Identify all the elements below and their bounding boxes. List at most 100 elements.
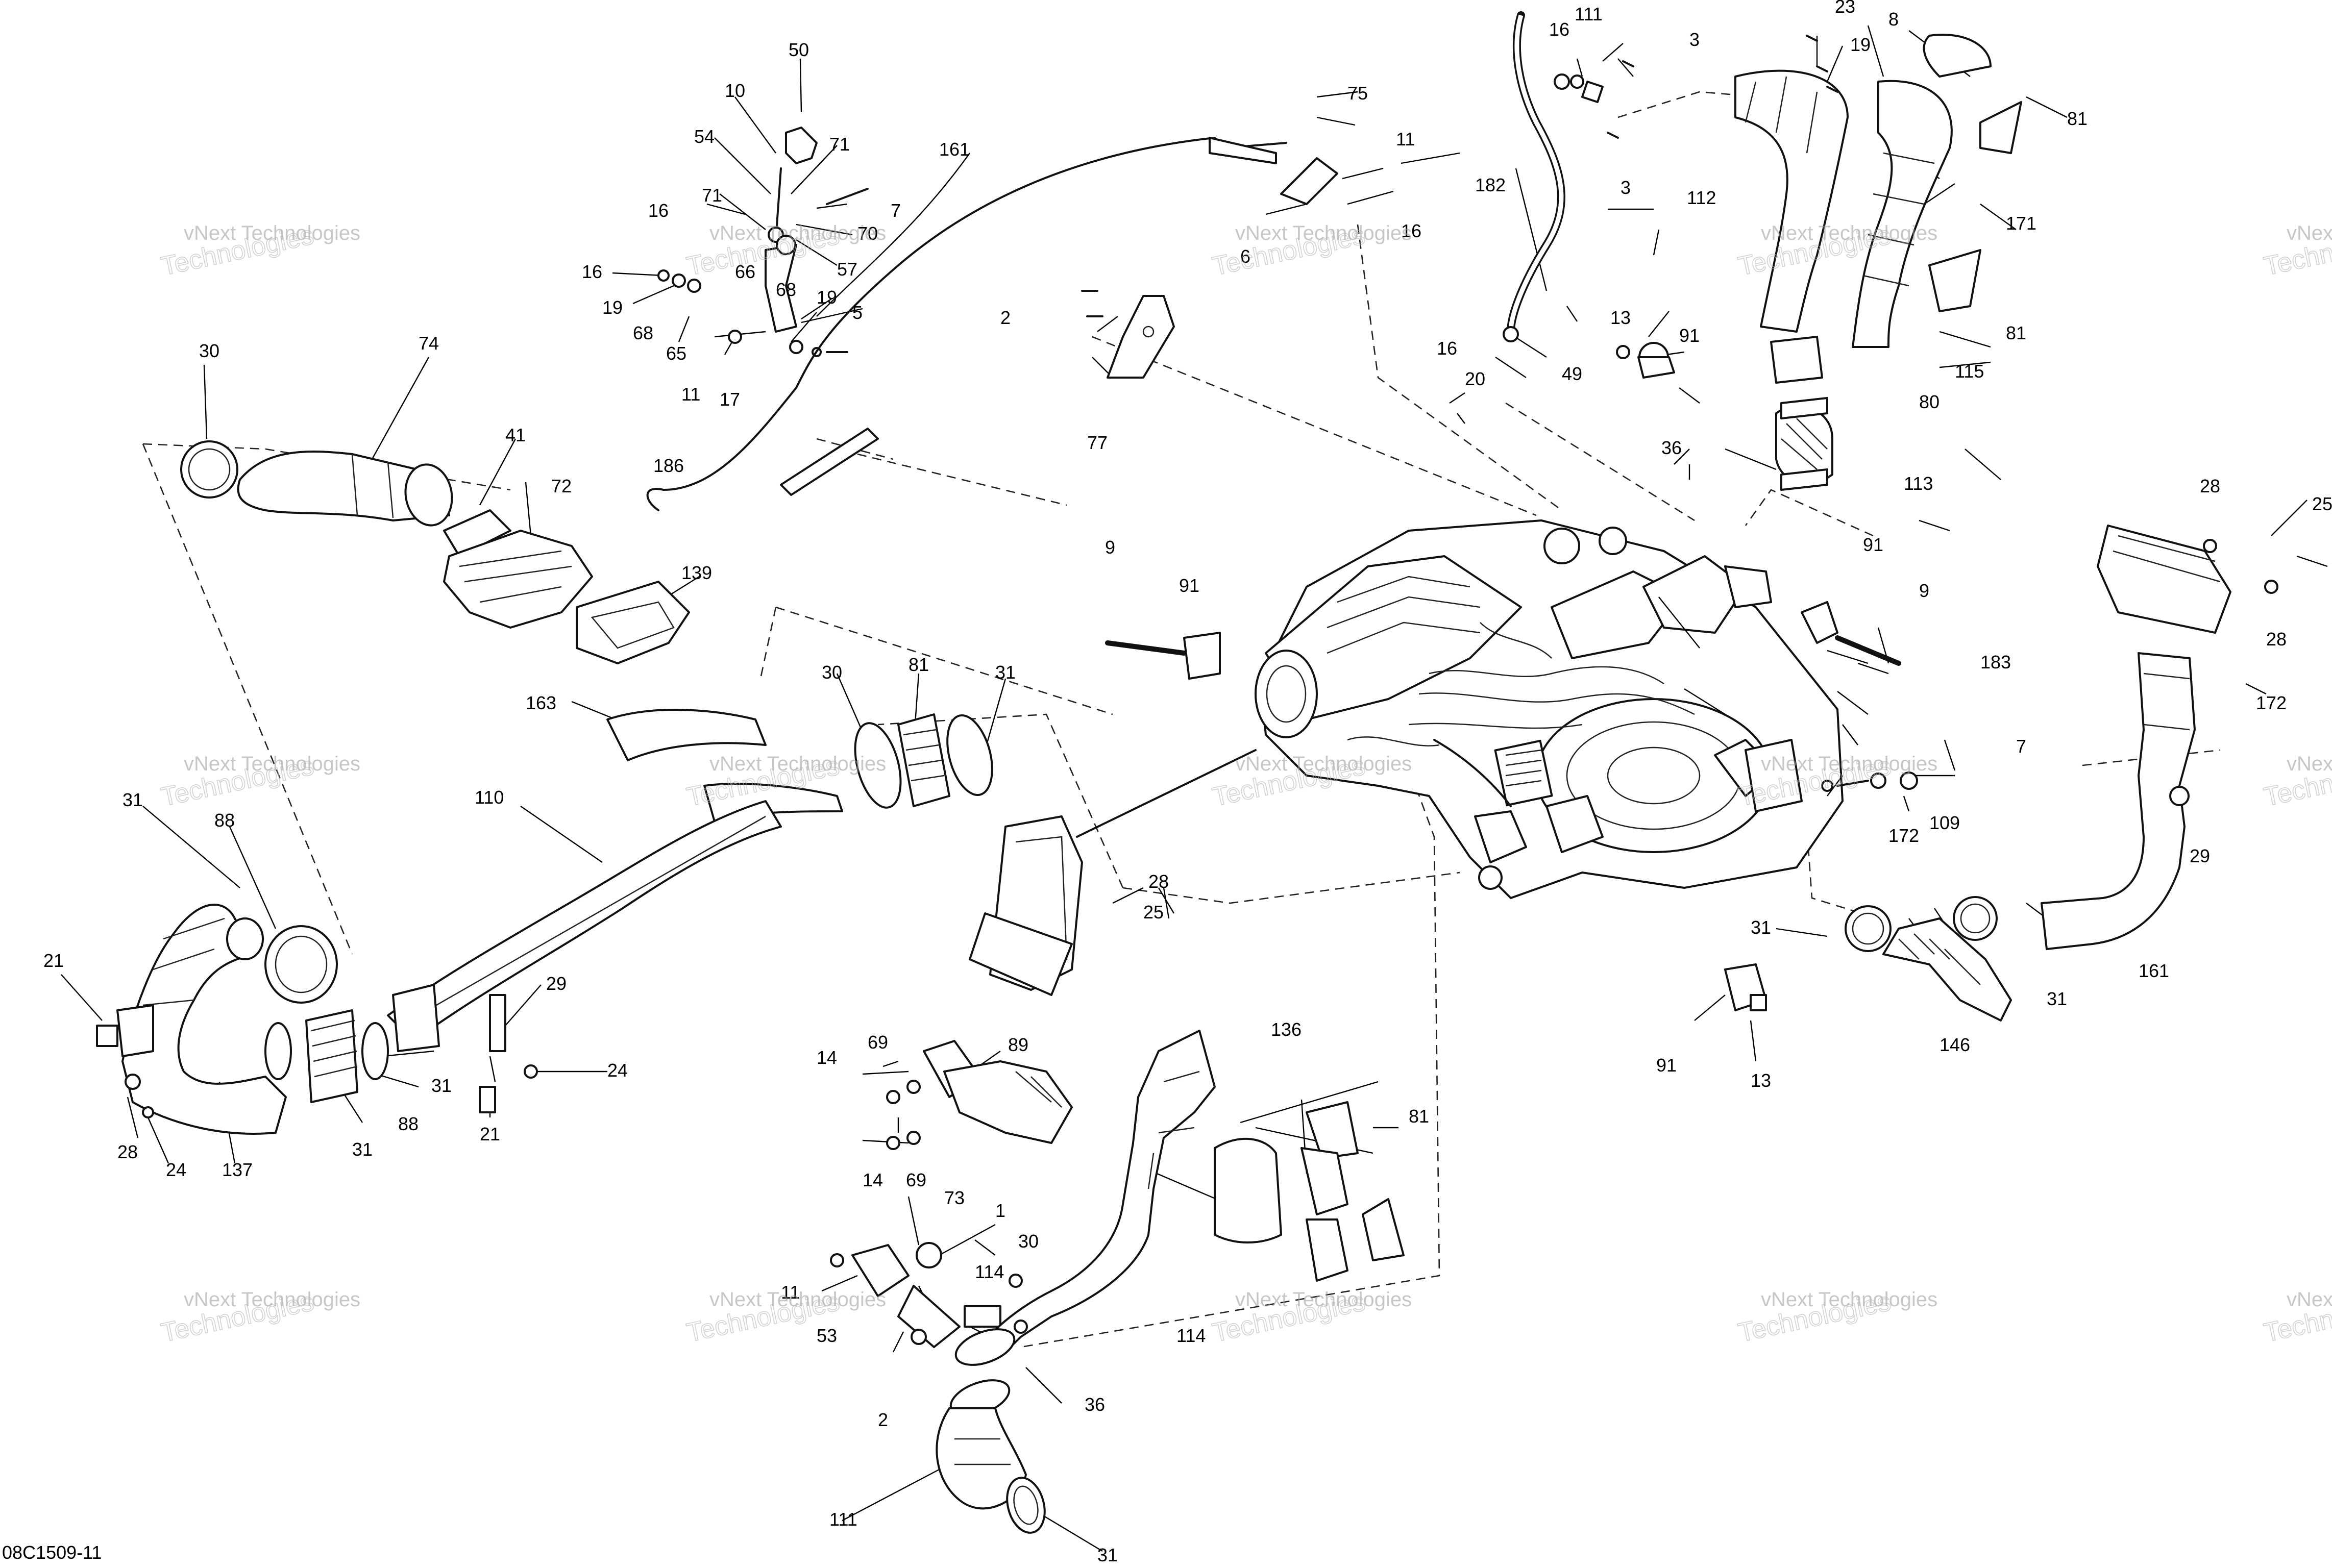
shift-cable xyxy=(646,137,1338,511)
watermark: vNext Technologies xyxy=(2287,222,2332,244)
centre-bracket-group xyxy=(830,749,1257,1348)
callout: 77 xyxy=(1087,432,1108,453)
callout: 36 xyxy=(1085,1394,1105,1415)
callout: 2 xyxy=(878,1409,888,1430)
callout: 112 xyxy=(1687,187,1716,208)
watermark: vNext Technologies xyxy=(1235,753,1412,775)
callout: 68 xyxy=(776,279,796,300)
callout: 31 xyxy=(431,1075,452,1096)
callout: 115 xyxy=(1955,361,1984,382)
callout: 13 xyxy=(1610,307,1631,328)
callout: 54 xyxy=(694,126,715,147)
callout: 163 xyxy=(526,692,556,713)
callout: 25 xyxy=(2312,493,2332,514)
callout: 81 xyxy=(2006,322,2026,343)
callout: 69 xyxy=(906,1169,926,1190)
callout: 81 xyxy=(2067,108,2088,129)
callout: 9 xyxy=(1919,580,1929,601)
callout: 11 xyxy=(1396,129,1415,150)
callout: 28 xyxy=(2200,476,2220,496)
callout: 36 xyxy=(1661,437,1682,458)
callout: 3 xyxy=(1621,177,1631,198)
callout: 8 xyxy=(1888,9,1899,30)
callout: 81 xyxy=(1409,1106,1429,1127)
watermark: vNext Technologies xyxy=(1761,1288,1937,1311)
watermark: vNext Technologies xyxy=(1235,1288,1412,1311)
callout: 70 xyxy=(857,223,878,244)
callout: 21 xyxy=(480,1124,500,1144)
watermark: vNext Technologies xyxy=(184,753,360,775)
callout: 68 xyxy=(633,322,653,343)
callout: 23 xyxy=(1835,0,1855,17)
watermark: vNext Technologies xyxy=(1235,222,1412,244)
callout: 89 xyxy=(1008,1034,1028,1055)
lower-left-pipes xyxy=(96,709,993,1135)
callout: 20 xyxy=(1465,368,1485,389)
engine-assembly xyxy=(1255,519,1844,899)
callout: 31 xyxy=(995,662,1016,683)
callout: 88 xyxy=(398,1113,419,1134)
callout: 71 xyxy=(829,134,850,155)
callout: 111 xyxy=(829,1509,857,1530)
callout: 6 xyxy=(1240,246,1250,267)
callout: 139 xyxy=(681,562,712,583)
callout: 30 xyxy=(822,662,842,683)
callout: 28 xyxy=(117,1141,138,1162)
callout: 73 xyxy=(944,1187,965,1208)
callout: 11 xyxy=(681,384,700,405)
watermark: vNext Technologies xyxy=(184,1288,360,1311)
callout: 109 xyxy=(1929,812,1960,833)
callout: 24 xyxy=(166,1159,186,1180)
callout: 21 xyxy=(43,950,64,971)
callout: 16 xyxy=(1437,338,1457,359)
callout: 30 xyxy=(1018,1231,1039,1252)
watermark: vNext Technologies xyxy=(709,753,886,775)
callout: 16 xyxy=(582,261,602,282)
watermark: vNext Technologies xyxy=(2287,1288,2332,1311)
callout: 74 xyxy=(419,333,439,354)
callout: 11 xyxy=(781,1282,800,1303)
callout: 91 xyxy=(1179,575,1199,596)
breather-tube xyxy=(1503,11,1565,342)
callout: 16 xyxy=(1549,19,1569,40)
callout: 29 xyxy=(2190,845,2210,866)
callout: 114 xyxy=(1176,1325,1206,1346)
callout: 7 xyxy=(2016,736,2026,757)
callout: 9 xyxy=(1105,537,1115,558)
callout: 146 xyxy=(1940,1034,1970,1055)
callout: 71 xyxy=(702,185,722,206)
right-side-group xyxy=(1105,525,2278,1022)
callout: 88 xyxy=(214,810,235,831)
callout: 29 xyxy=(546,973,567,994)
callout: 66 xyxy=(735,261,755,282)
callout: 5 xyxy=(852,302,863,323)
lower-exhaust-group xyxy=(936,1030,1405,1534)
callout: 161 xyxy=(2139,960,2169,981)
callout: 2 xyxy=(1000,307,1011,328)
callout: 57 xyxy=(837,259,857,280)
watermark: vNext Technologies xyxy=(1761,222,1937,244)
callout: 13 xyxy=(1751,1070,1771,1091)
callout: 137 xyxy=(222,1159,253,1180)
callout: 172 xyxy=(2256,692,2287,713)
callout: 49 xyxy=(1562,363,1582,384)
callout: 136 xyxy=(1271,1019,1302,1040)
callout: 17 xyxy=(720,389,740,410)
callout: 3 xyxy=(1689,29,1700,50)
callout: 31 xyxy=(2047,988,2067,1009)
callout: 16 xyxy=(648,200,669,221)
callout: 72 xyxy=(551,476,572,496)
callout: 31 xyxy=(352,1139,373,1160)
callout: 16 xyxy=(1401,220,1421,241)
callout: 171 xyxy=(2006,213,2036,234)
callout: 28 xyxy=(1148,871,1169,892)
callout: 186 xyxy=(653,455,684,476)
assembly-guide-lines xyxy=(142,91,2221,1348)
callout: 65 xyxy=(666,343,686,364)
callout: 111 xyxy=(1575,4,1603,24)
shifter-group xyxy=(657,127,869,357)
callout: 30 xyxy=(199,340,219,361)
bracket-75 xyxy=(1081,290,1175,379)
callout: 19 xyxy=(1850,34,1871,55)
